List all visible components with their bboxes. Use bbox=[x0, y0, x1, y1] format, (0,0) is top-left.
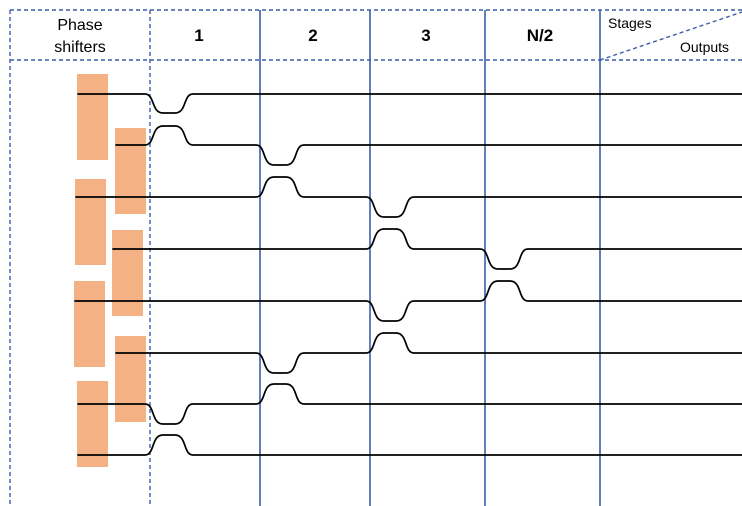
phase-shifter bbox=[77, 74, 108, 160]
phase-shifter bbox=[112, 230, 143, 316]
stage-label-n2: N/2 bbox=[527, 26, 553, 45]
phase-shifter bbox=[115, 128, 146, 214]
grid bbox=[9, 9, 742, 506]
phase-shifter bbox=[77, 381, 108, 467]
corner-label-outputs: Outputs bbox=[680, 39, 729, 55]
waveguide-3 bbox=[75, 176, 742, 218]
corner-diagonal bbox=[599, 11, 742, 61]
phase-shifter bbox=[75, 179, 106, 265]
waveguides bbox=[74, 93, 742, 456]
waveguide-1 bbox=[77, 93, 742, 114]
phase-shifter bbox=[115, 336, 146, 422]
waveguide-7 bbox=[77, 383, 742, 425]
phase-shifters bbox=[74, 74, 146, 467]
waveguide-2 bbox=[115, 125, 742, 166]
waveguide-8 bbox=[77, 434, 742, 456]
phase-shifters-label-line1: Phase bbox=[57, 17, 102, 34]
stage-label-2: 2 bbox=[308, 26, 317, 45]
stage-label-3: 3 bbox=[421, 26, 430, 45]
phase-shifter bbox=[74, 281, 105, 367]
stage-label-1: 1 bbox=[194, 26, 203, 45]
waveguide-6 bbox=[115, 332, 742, 374]
waveguide-4 bbox=[112, 228, 742, 270]
waveguide-5 bbox=[74, 280, 742, 322]
corner-label-stages: Stages bbox=[608, 15, 652, 31]
phase-shifters-label-line2: shifters bbox=[54, 39, 106, 56]
